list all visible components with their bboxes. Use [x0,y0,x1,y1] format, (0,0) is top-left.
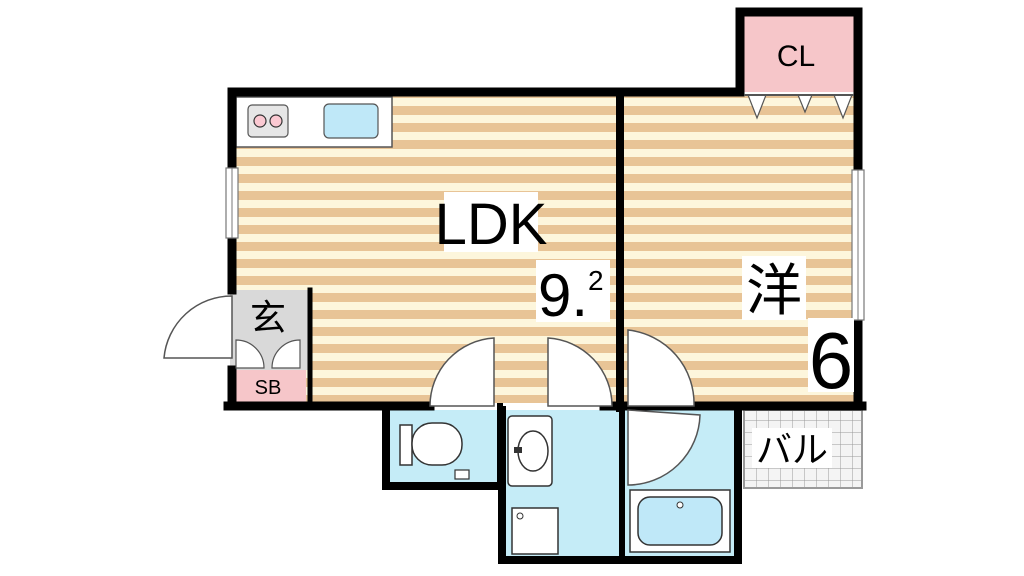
closet-floor [738,12,858,92]
shoe-box [230,370,306,402]
ldk-label: LDK [435,192,548,257]
western-room-size: 6 [809,316,854,405]
closet-doors [744,94,854,120]
ldk-size-sup: 2 [588,265,604,296]
windows [225,167,865,321]
bathtub-icon [637,496,723,546]
closet-label: CL [777,40,815,73]
western-room-label: 洋 [746,259,802,322]
washbasin-icon [517,430,549,472]
sink-icon [323,103,379,139]
toilet-icon [411,422,463,466]
shoe-box-doors[interactable] [235,339,301,369]
entrance-label: 玄 [250,297,286,338]
stove-icon [247,104,289,138]
door-swings[interactable] [163,295,701,486]
balcony-label: バル [756,429,828,470]
ldk-size-main: 9. [538,262,588,329]
shoe-box-label: SB [255,377,282,399]
